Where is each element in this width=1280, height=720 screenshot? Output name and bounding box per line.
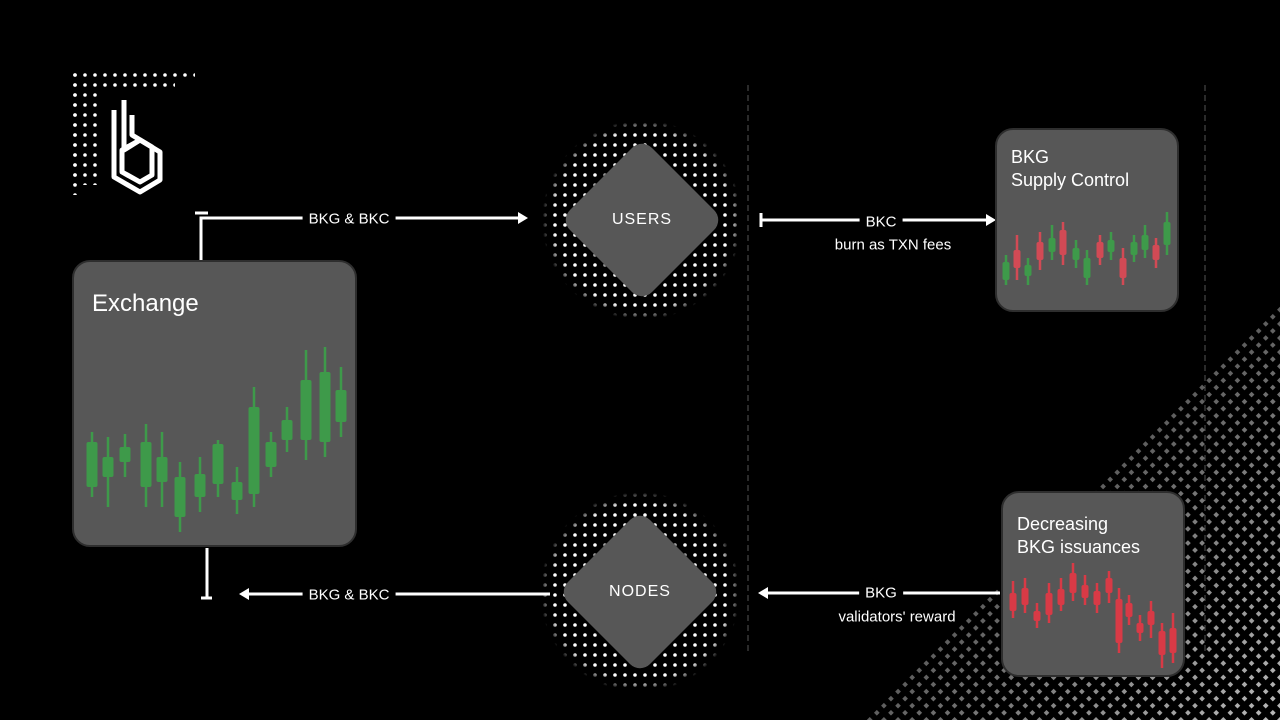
candle-body [1093,591,1101,605]
candle-body [1072,248,1080,260]
supply-title-line2: Supply Control [1011,170,1130,191]
candle-body [1059,230,1067,255]
candle-body [1141,235,1149,250]
issuance-box: Decreasing BKG issuances [1001,491,1185,677]
candle-body [1125,603,1133,617]
exchange-candles [86,347,347,532]
candle-body [86,442,98,487]
candle-body [174,477,186,517]
candle-body [1130,242,1138,255]
candle-body [1107,240,1115,252]
candle-body [1083,258,1091,278]
issuance-title-line1: Decreasing [1017,514,1109,534]
nodes-label: NODES [609,583,671,600]
candle-body [1024,265,1032,276]
issuance-candles [1009,563,1177,668]
candle-body [1021,588,1029,605]
candle-body [1081,585,1089,598]
candle-body [1069,573,1077,593]
exchange-box: Exchange [72,260,357,547]
candle-body [1115,599,1123,643]
candle-body [1096,242,1104,258]
candle-body [119,447,131,462]
candle-body [140,442,152,487]
supply-control-box: BKG Supply Control [995,128,1179,312]
candle-body [1119,258,1127,278]
logo-dots [70,70,195,195]
candle-body [1013,250,1021,268]
candle-body [1033,611,1041,621]
nodes-diamond [563,515,717,669]
candle-body [335,390,347,422]
candle-body [265,442,277,467]
candle-body [319,372,331,442]
brand-logo-icon [111,100,163,195]
candle-body [1147,611,1155,625]
candle-body [194,474,206,497]
candle-body [1057,589,1065,605]
candle-body [1105,578,1113,593]
supply-candles [1002,212,1171,285]
candle-body [1048,238,1056,252]
candle-body [1169,628,1177,653]
issuance-title-line2: BKG issuances [1017,537,1141,558]
users-diamond [565,143,719,297]
candle-body [1136,623,1144,633]
supply-title-line1: BKG [1011,147,1050,167]
candle-body [1152,245,1160,260]
candle-body [156,457,168,482]
candle-body [231,482,243,500]
candle-body [281,420,293,440]
users-supply-sublabel: burn as TXN fees [834,236,952,254]
nodes-exchange-label: BKG & BKC [302,586,396,604]
exchange-users-label: BKG & BKC [302,210,396,228]
candle-body [1163,222,1171,245]
candle-body [1002,262,1010,280]
candle-body [102,457,114,477]
issuance-nodes-sublabel: validators' reward [838,608,956,626]
candle-body [300,380,312,440]
candle-body [248,407,260,494]
users-label: USERS [611,211,673,228]
arrow-exchange-users [199,216,525,260]
candle-body [1009,593,1017,611]
issuance-nodes-label: BKG [859,584,903,602]
candle-body [1045,593,1053,615]
users-supply-label: BKC [859,213,903,231]
candle-body [212,444,224,484]
candle-body [1036,242,1044,260]
exchange-title: Exchange [92,290,199,317]
candle-body [1158,631,1166,655]
